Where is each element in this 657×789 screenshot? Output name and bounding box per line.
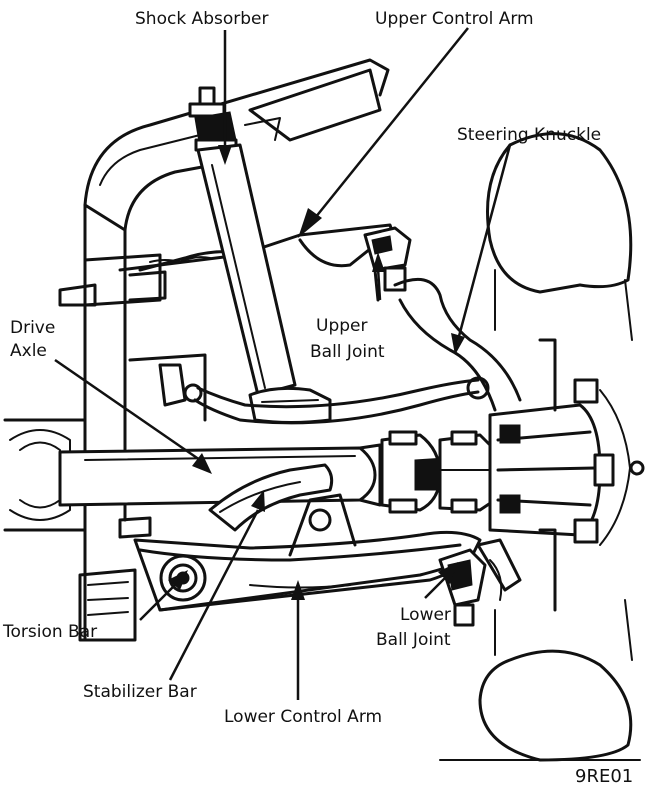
upper-link-rod	[193, 376, 490, 425]
label-upper-ball-joint-line2: Ball Joint	[310, 342, 385, 362]
label-lower-control-arm: Lower Control Arm	[224, 707, 382, 727]
hub-knuckle-part	[488, 338, 645, 612]
lower-ball-joint-part	[438, 538, 522, 627]
label-lower-ball-joint-line2: Ball Joint	[376, 630, 451, 650]
label-torsion-bar: Torsion Bar	[2, 622, 97, 642]
shock-absorber-part	[188, 86, 332, 424]
figure-code: 9RE01	[575, 766, 633, 787]
label-stabilizer-bar: Stabilizer Bar	[83, 682, 197, 702]
label-shock-absorber: Shock Absorber	[135, 9, 268, 29]
upper-ball-joint-part	[363, 226, 522, 412]
label-steering-knuckle: Steering Knuckle	[457, 125, 601, 145]
label-drive-axle-line1: Drive	[10, 318, 55, 338]
label-upper-control-arm: Upper Control Arm	[375, 9, 534, 29]
label-lower-ball-joint-line1: Lower	[400, 605, 451, 625]
leader-lines	[54, 27, 512, 700]
stabilizer-bar-part	[208, 463, 334, 532]
labels: Shock Absorber Upper Control Arm Steerin…	[2, 9, 633, 787]
label-drive-axle-line2: Axle	[10, 341, 47, 361]
frame-crossmember	[3, 58, 390, 642]
label-upper-ball-joint-line1: Upper	[316, 316, 367, 336]
